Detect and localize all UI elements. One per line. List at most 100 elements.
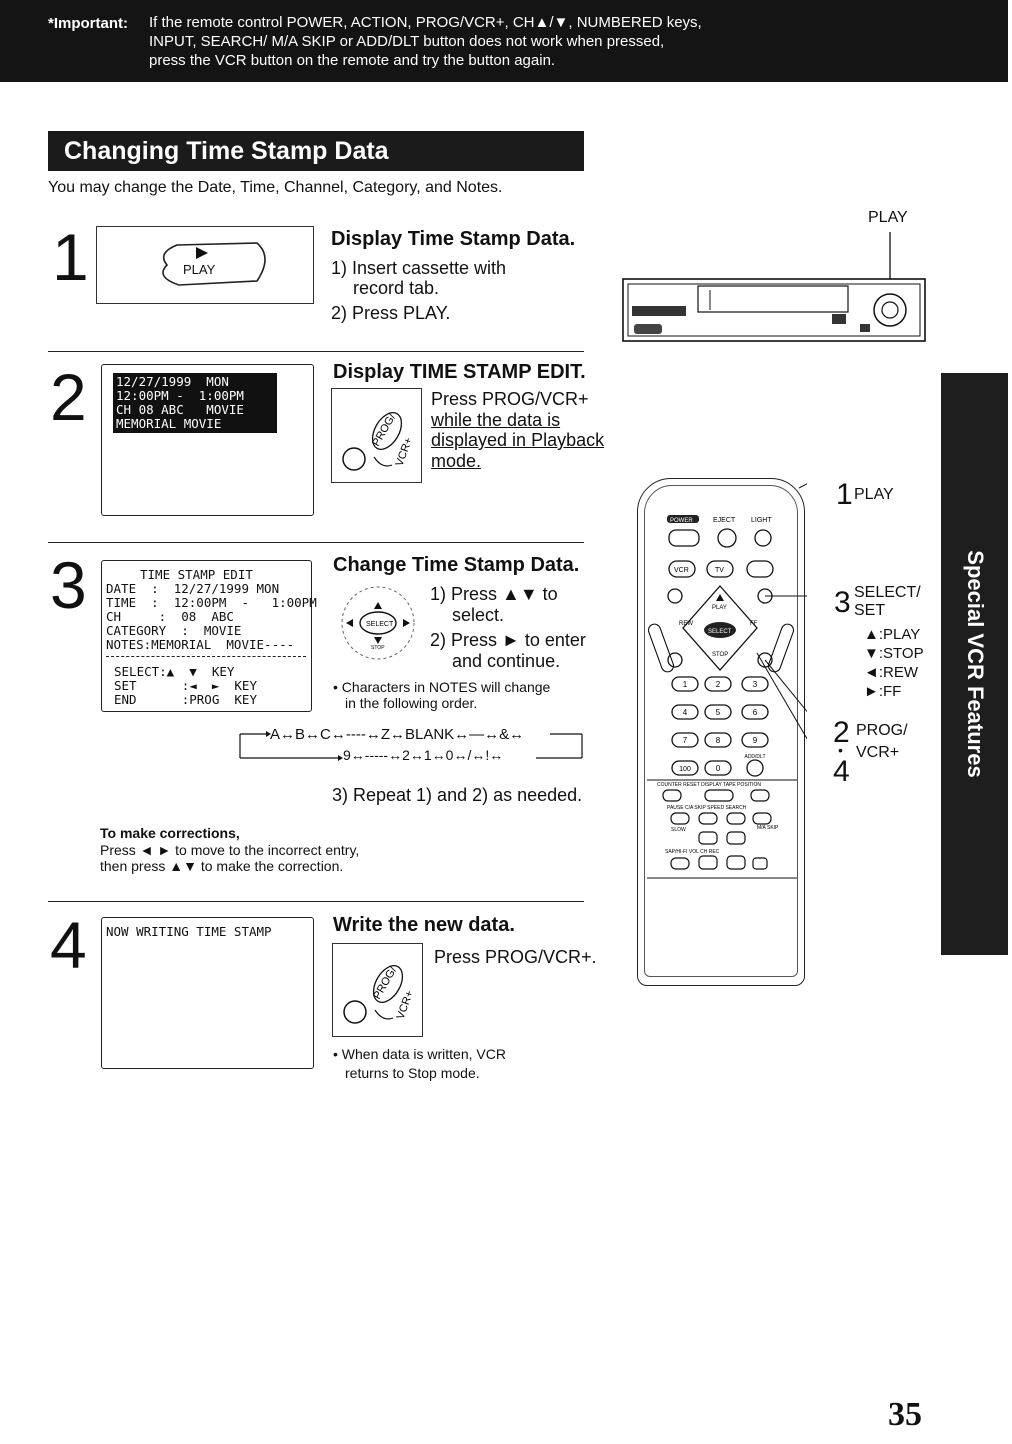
- step4-prog-box: PROG/ VCR+: [332, 943, 423, 1037]
- svg-text:VCR+: VCR+: [394, 436, 415, 468]
- corrections-line1: Press ◄ ► to move to the incorrect entry…: [100, 842, 360, 858]
- important-notice: *Important: If the remote control POWER,…: [0, 0, 1008, 82]
- prog-vcr-button-icon: PROG/ VCR+: [343, 964, 416, 1024]
- step3-heading: Change Time Stamp Data.: [333, 554, 580, 576]
- step1-play-box: PLAY: [96, 226, 314, 304]
- callout-3-label-b: SET: [854, 602, 886, 619]
- remote-key-3: 3: [753, 680, 758, 689]
- step3-s1b: select.: [452, 605, 505, 625]
- remote-adddlt-label: ADD/DLT: [744, 754, 765, 760]
- osd-line: MEMORIAL MOVIE: [116, 416, 222, 431]
- char-sequence-loop: [239, 731, 583, 761]
- step3-s1a: 1) Press ▲▼ to: [430, 584, 558, 604]
- step2-u1: while the data is: [431, 410, 561, 430]
- remote-key-9: 9: [753, 736, 758, 745]
- play-button-icon: [162, 242, 266, 286]
- svg-text:VCR+: VCR+: [395, 989, 416, 1021]
- osd-line: NOTES:MEMORIAL MOVIE----: [106, 637, 295, 652]
- intro-text: You may change the Date, Time, Channel, …: [48, 179, 503, 196]
- step3-s2b: and continue.: [452, 651, 561, 671]
- dpad-stop-text: STOP: [371, 645, 385, 651]
- callout-1-num: 1: [836, 478, 853, 511]
- callout-2-label-b: VCR+: [856, 744, 900, 761]
- remote-rew-label: REW: [679, 621, 693, 627]
- osd-line: 12:00PM - 1:00PM: [116, 388, 244, 403]
- key-play: ▲:PLAY: [864, 626, 921, 643]
- callout-1-label: PLAY: [854, 486, 894, 503]
- callout-2-label-a: PROG/: [856, 722, 908, 739]
- remote-ff-label: FF: [750, 621, 758, 627]
- step3-s2a: 2) Press ► to enter: [430, 630, 586, 650]
- page-number: 35: [888, 1396, 922, 1433]
- vcr-play-label: PLAY: [868, 209, 908, 226]
- step2-osd: 12/27/1999 MON 12:00PM - 1:00PM CH 08 AB…: [113, 373, 277, 433]
- step1-line1b: record tab.: [353, 278, 440, 298]
- corrections-line2: then press ▲▼ to make the correction.: [100, 858, 344, 874]
- key-ff: ►:FF: [864, 683, 902, 700]
- remote-key-1: 1: [683, 680, 688, 689]
- step4-bullet-b: returns to Stop mode.: [345, 1065, 480, 1081]
- remote-control: [637, 478, 805, 986]
- remote-select-label: SELECT: [708, 629, 732, 635]
- osd-line: CATEGORY : MOVIE: [106, 623, 242, 638]
- key-stop: ▼:STOP: [864, 645, 924, 662]
- osd-line: 12/27/1999 MON: [116, 374, 229, 389]
- callout-4-num: 4: [833, 755, 850, 788]
- notice-line2: INPUT, SEARCH/ M/A SKIP or ADD/DLT butto…: [149, 33, 665, 50]
- remote-row2-labels: PAUSE C/A SKIP SPEED SEARCH: [667, 805, 747, 811]
- step1-line1a: 1) Insert cassette with: [331, 258, 507, 278]
- osd-line: CH 08 ABC MOVIE: [116, 402, 244, 417]
- remote-key-4: 4: [683, 708, 688, 717]
- step3-repeat: 3) Repeat 1) and 2) as needed.: [332, 785, 583, 805]
- section-title: Changing Time Stamp Data: [48, 131, 584, 171]
- sequence-bottom: 9↔-----↔2↔1↔0↔/↔!↔: [343, 747, 504, 763]
- key-rew: ◄:REW: [864, 664, 919, 681]
- step4-number: 4: [50, 908, 87, 982]
- osd-title: TIME STAMP EDIT: [140, 567, 253, 582]
- remote-key-0: 0: [716, 764, 721, 773]
- divider-3: [48, 901, 584, 902]
- notice-label: *Important:: [48, 15, 128, 32]
- play-button-label: PLAY: [183, 262, 216, 277]
- remote-key-100: 100: [679, 766, 691, 773]
- sequence-top: A↔B↔C↔----↔Z↔BLANK↔—↔&↔: [270, 726, 525, 743]
- divider-1: [48, 351, 584, 352]
- remote-slow-label: SLOW: [671, 827, 686, 833]
- remote-row3-labels: SAP/HI-FI VOL CH REC: [665, 849, 720, 855]
- osd-line: SELECT:▲ ▼ KEY: [114, 664, 235, 679]
- sidebar-label: Special VCR Features: [962, 550, 988, 778]
- step1-number: 1: [52, 220, 89, 294]
- remote-key-7: 7: [683, 736, 688, 745]
- remote-stop-label: STOP: [712, 652, 728, 658]
- step4-tv-screen: NOW WRITING TIME STAMP: [101, 917, 314, 1069]
- notice-line3: press the VCR button on the remote and t…: [149, 52, 556, 69]
- osd-dash-line: [106, 656, 306, 657]
- step2-tv-screen: 12/27/1999 MON 12:00PM - 1:00PM CH 08 AB…: [101, 364, 314, 516]
- step4-bullet-a: • When data is written, VCR: [333, 1046, 506, 1062]
- prog-vcr-button-icon: PROG/ VCR+: [342, 411, 415, 471]
- step2-heading: Display TIME STAMP EDIT.: [333, 361, 586, 383]
- remote-vcr-label: VCR: [674, 567, 689, 574]
- osd-line: SET :◄ ► KEY: [114, 678, 257, 693]
- step2-u2: displayed in Playback: [431, 430, 605, 450]
- divider-2: [48, 542, 584, 543]
- dpad-select-text: SELECT: [366, 621, 394, 628]
- notice-line1: If the remote control POWER, ACTION, PRO…: [149, 14, 702, 31]
- step3-tv-screen: TIME STAMP EDIT DATE : 12/27/1999 MON TI…: [101, 560, 317, 712]
- osd-line: CH : 08 ABC: [106, 609, 234, 624]
- step2-u3: mode.: [431, 451, 482, 471]
- step3-number: 3: [50, 548, 87, 622]
- callout-2-num: 2: [833, 716, 850, 749]
- remote-inner-outline: [644, 485, 798, 977]
- remote-play-label: PLAY: [712, 605, 727, 611]
- remote-power-label: POWER: [670, 518, 693, 524]
- sidebar-tab: Special VCR Features: [941, 373, 1008, 955]
- remote-light-label: LIGHT: [751, 517, 772, 524]
- callout-2-dot: •: [838, 742, 843, 758]
- remote-key-2: 2: [716, 680, 721, 689]
- step3-bullet-a: • Characters in NOTES will change: [333, 679, 551, 695]
- remote-tv-label: TV: [715, 567, 724, 574]
- step4-osd: NOW WRITING TIME STAMP: [106, 924, 272, 939]
- step3-bullet-b: in the following order.: [345, 695, 478, 711]
- step1-heading: Display Time Stamp Data.: [331, 228, 576, 250]
